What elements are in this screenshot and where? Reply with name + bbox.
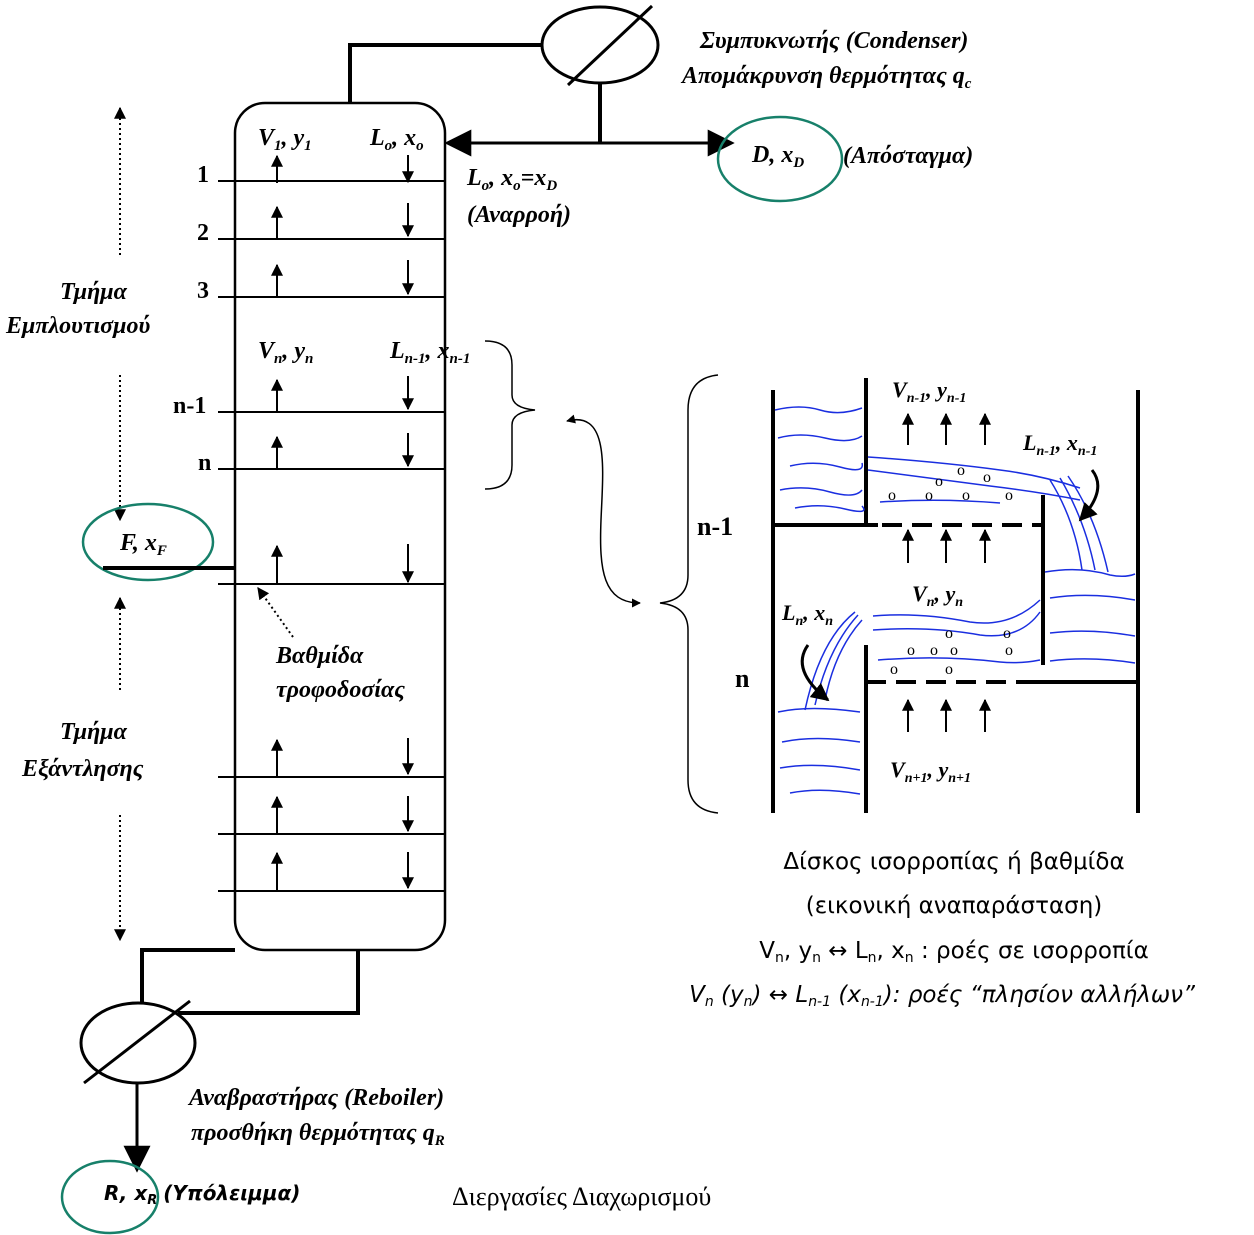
reflux-label: Lo, xo=xD (466, 165, 557, 194)
liquid-down-arrow (800, 644, 830, 702)
l0-x0-label: Lo, xo (369, 125, 424, 154)
tray-number-2: 2 (197, 220, 209, 246)
svg-text:o: o (890, 661, 898, 678)
distillate-ellipse (716, 115, 844, 203)
svg-text:o: o (957, 462, 965, 479)
tray-number-1: 1 (197, 162, 209, 188)
svg-text:o: o (907, 642, 915, 659)
condenser-slash (566, 4, 654, 87)
feed-ellipse (81, 502, 215, 582)
feed-stage-label-2: τροφοδοσίας (276, 677, 405, 703)
liquid-squiggles (774, 406, 1136, 795)
svg-text:o: o (925, 487, 933, 504)
tray-number-n-1: n-1 (173, 393, 206, 419)
reflux-name: (Αναρροή) (467, 202, 571, 228)
column-flow-arrows (271, 154, 414, 890)
detail-l-top-label: Ln-1, xn-1 (1022, 430, 1097, 459)
svg-text:o: o (945, 625, 953, 642)
feed-label: F, xF (119, 530, 167, 559)
residue-ellipse (60, 1159, 160, 1235)
tray-number-3: 3 (197, 278, 209, 304)
detail-vapor-arrows (902, 412, 991, 732)
svg-text:o: o (950, 642, 958, 659)
bottoms-line (178, 950, 360, 1015)
svg-text:o: o (888, 487, 896, 504)
detail-l-mid-label: Ln, xn (781, 600, 833, 629)
stripping-label-2: Εξάντλησης (21, 756, 144, 782)
residue-label: R, xR(Υπόλειμμα) (104, 1181, 300, 1208)
rectifying-label-1: Τμήμα (60, 279, 128, 305)
detail-tray-upper-label: n-1 (697, 512, 733, 541)
detail-v-top-label: Vn-1, yn-1 (892, 377, 966, 406)
rectifying-label-2: Εμπλουτισμού (5, 313, 150, 339)
v1-y1-label: V1, y1 (258, 125, 312, 154)
tray-detail: o o o o o o o o o o o o o o o (697, 377, 1140, 813)
svg-text:o: o (1005, 642, 1013, 659)
reboiler-title: Αναβραστήρας (Reboiler) (187, 1085, 444, 1111)
distillate-name: (Απόσταγμα) (843, 143, 973, 169)
svg-text:o: o (930, 642, 938, 659)
small-brace (484, 340, 536, 490)
footer-text: Διεργασίες Διαχωρισμού (452, 1182, 711, 1211)
detail-v-mid-label: Vn, yn (912, 581, 963, 610)
caption-line-2: (εικονική αναπαράσταση) (806, 893, 1103, 919)
distillate-label: D, xD (751, 142, 804, 171)
svg-text:o: o (983, 469, 991, 486)
detail-v-bot-label: Vn+1, yn+1 (890, 757, 971, 786)
bubbles: o o o o o o o o o o o o o o o (888, 462, 1013, 678)
large-brace (659, 374, 719, 814)
svg-text:o: o (1005, 487, 1013, 504)
column-shell (233, 101, 447, 952)
feed-stage-label-1: Βαθμίδα (275, 643, 364, 669)
stripping-label-1: Τμήμα (60, 719, 128, 745)
svg-text:o: o (962, 487, 970, 504)
feed-stage-pointer (257, 587, 294, 638)
condenser-subtitle: Απομάκρυνση θερμότητας qc (680, 63, 972, 92)
reboiler-subtitle: προσθήκη θερμότητας qR (191, 1120, 445, 1149)
curved-connector-arrow (566, 414, 641, 608)
tray-number-n: n (198, 450, 211, 476)
caption-line-4: Vn (yn) ↔ Ln-1 (xn-1): ροές “πλησίον αλλ… (689, 982, 1196, 1010)
condenser-title: Συμπυκνωτής (Condenser) (699, 28, 968, 54)
svg-text:o: o (1003, 625, 1011, 642)
detail-tray-lower-label: n (735, 664, 750, 693)
svg-text:o: o (935, 473, 943, 490)
vapor-line-to-condenser (348, 43, 543, 103)
reboiler-vapor-return (140, 948, 235, 1004)
vn-yn-label: Vn, yn (258, 338, 313, 367)
caption-line-3: Vn, yn ↔ Ln, xn : ροές σε ισορροπία (759, 938, 1149, 966)
caption-line-1: Δίσκος ισορροπίας ή βαθμίδα (783, 849, 1124, 875)
column-trays (218, 180, 445, 892)
svg-text:o: o (945, 661, 953, 678)
caption: Δίσκος ισορροπίας ή βαθμίδα (εικονική αν… (689, 849, 1196, 1010)
liquid-in-arrow (1078, 469, 1100, 522)
ln1-xn1-label: Ln-1, xn-1 (389, 338, 470, 367)
reboiler-slash (83, 999, 191, 1085)
